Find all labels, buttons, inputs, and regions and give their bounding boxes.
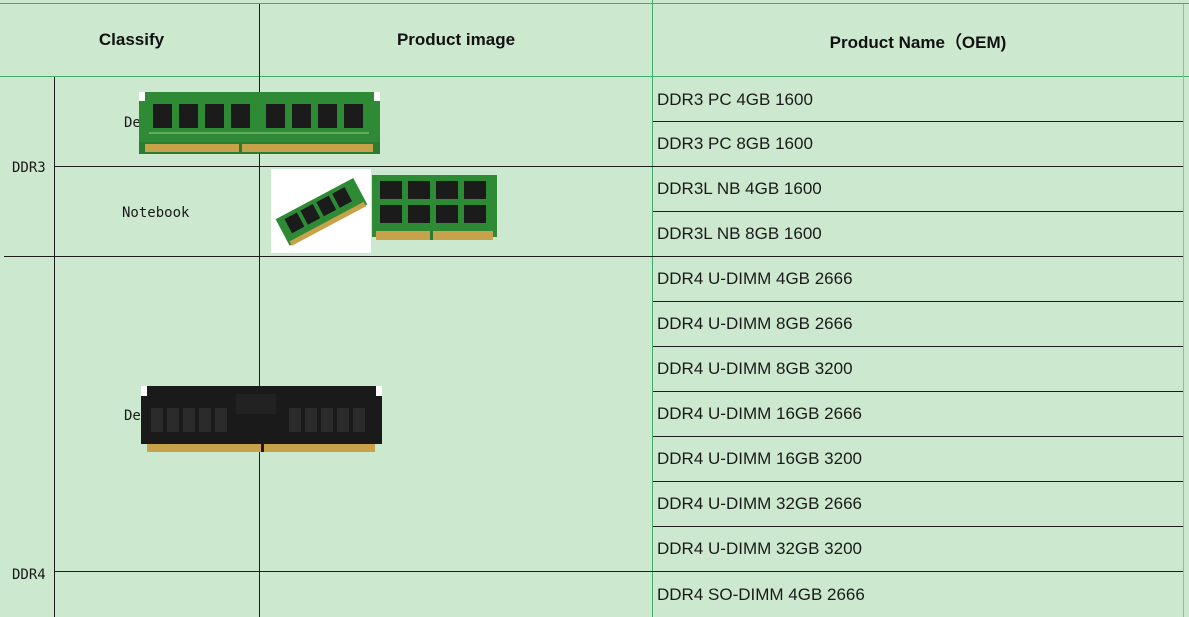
product-name-cell[interactable]: DDR3L NB 4GB 1600 <box>657 179 822 198</box>
accent-line-header-bottom <box>0 76 1189 77</box>
grid-line <box>653 211 1183 212</box>
grid-line <box>1183 4 1184 617</box>
type-label-ddr3[interactable]: DDR3 <box>12 160 46 176</box>
grid-line <box>653 121 1183 122</box>
product-name-cell[interactable]: DDR4 U-DIMM 16GB 2666 <box>657 404 863 423</box>
grid-line <box>54 77 55 617</box>
grid-line <box>259 4 260 617</box>
type-label-ddr4[interactable]: DDR4 <box>12 567 46 583</box>
grid-line <box>54 571 1183 572</box>
product-name-cell[interactable]: DDR3L NB 8GB 1600 <box>657 224 822 243</box>
form-label-ddr4-desktop[interactable]: De <box>124 408 141 424</box>
form-label-ddr3-notebook[interactable]: Notebook <box>122 205 190 221</box>
product-name-cell[interactable]: DDR4 SO-DIMM 4GB 2666 <box>657 584 865 604</box>
product-name-cell[interactable]: DDR3 PC 8GB 1600 <box>657 134 813 153</box>
accent-line-top <box>0 3 1189 4</box>
ddr3-notebook-ram-flat-image[interactable] <box>372 175 497 242</box>
grid-line <box>653 346 1183 347</box>
grid-line <box>653 481 1183 482</box>
grid-line <box>54 166 1183 167</box>
header-product-image[interactable]: Product image <box>396 30 516 49</box>
accent-line-col <box>652 0 653 617</box>
product-name-cell[interactable]: DDR3 PC 4GB 1600 <box>657 89 813 109</box>
product-name-cell[interactable]: DDR4 U-DIMM 4GB 2666 <box>657 269 853 288</box>
grid-line <box>653 301 1183 302</box>
ddr3-notebook-ram-angle-image[interactable] <box>271 169 371 253</box>
ddr4-desktop-ram-image[interactable] <box>141 386 382 453</box>
grid-line <box>653 391 1183 392</box>
grid-line <box>653 526 1183 527</box>
form-label-ddr3-desktop[interactable]: De <box>124 115 141 131</box>
product-name-cell[interactable]: DDR4 U-DIMM 32GB 2666 <box>657 494 863 513</box>
product-name-cell[interactable]: DDR4 U-DIMM 32GB 3200 <box>657 539 863 558</box>
grid-line <box>653 436 1183 437</box>
header-classify[interactable]: Classify <box>98 30 165 49</box>
product-name-cell[interactable]: DDR4 U-DIMM 8GB 2666 <box>657 314 853 333</box>
grid-line <box>4 256 1183 257</box>
header-product-name[interactable]: Product Name（OEM) <box>829 32 1007 52</box>
ddr3-desktop-ram-image[interactable] <box>139 92 380 154</box>
product-name-cell[interactable]: DDR4 U-DIMM 8GB 3200 <box>657 359 853 378</box>
product-name-cell[interactable]: DDR4 U-DIMM 16GB 3200 <box>657 449 863 468</box>
